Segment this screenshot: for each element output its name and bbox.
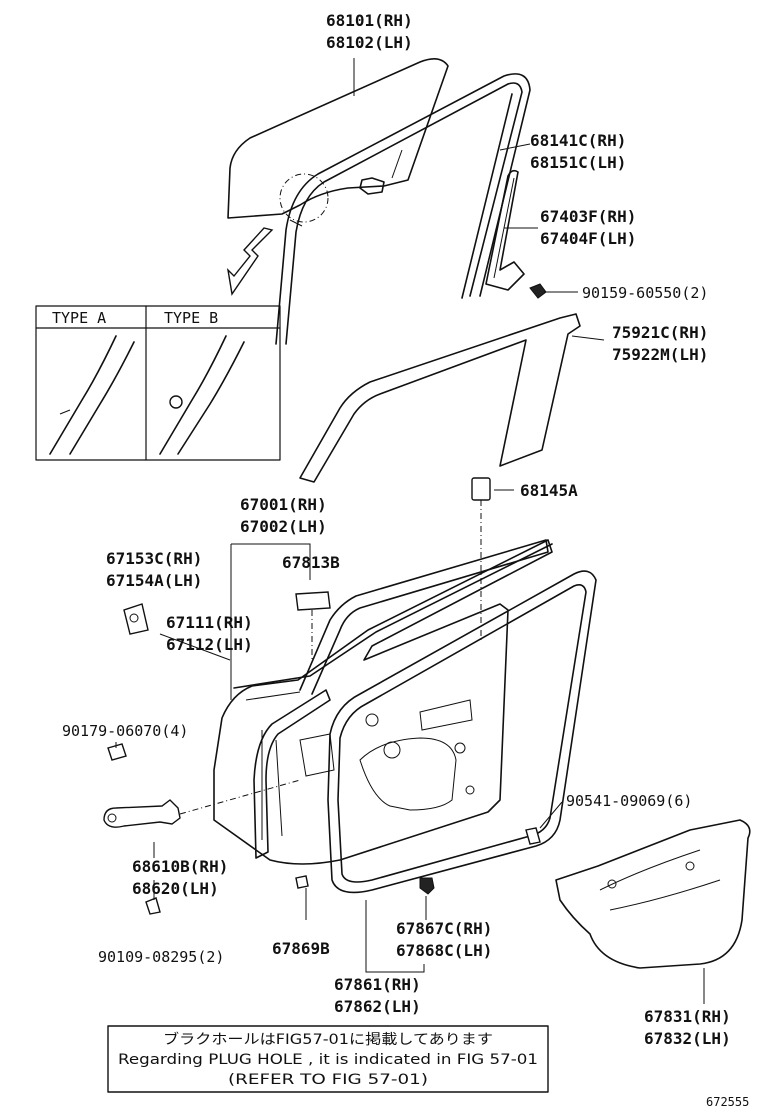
door-weatherstrip: [253, 539, 597, 894]
detail-arrow: [226, 227, 274, 296]
label-67831: 67831(RH): [644, 1007, 731, 1026]
note-line-en: Regarding PLUG HOLE , it is indicated in…: [118, 1052, 538, 1068]
frame-molding: [299, 313, 581, 483]
door-glass: [227, 58, 449, 223]
division-bar: [485, 169, 525, 291]
label-68101: 68101(RH): [326, 11, 413, 30]
note-line-jp: ブラクホールはFIG57-01に掲載してあります: [163, 1031, 493, 1048]
label-90159: 90159-60550(2): [582, 284, 708, 302]
plug-67869b: [295, 875, 309, 889]
label-67813b: 67813B: [282, 553, 340, 572]
label-67862: 67862(LH): [334, 997, 421, 1016]
figure-id: 672555: [706, 1095, 749, 1109]
hole-seal-67153c: [123, 603, 149, 635]
label-type-a: TYPE A: [52, 309, 106, 327]
door-panel: [213, 539, 553, 865]
label-67869b: 67869B: [272, 939, 330, 958]
label-67153c: 67153C(RH): [106, 549, 202, 568]
label-67154a: 67154A(LH): [106, 571, 202, 590]
label-type-b: TYPE B: [164, 309, 218, 327]
bolt-90109: [145, 897, 161, 915]
label-67861: 67861(RH): [334, 975, 421, 994]
label-67002: 67002(LH): [240, 517, 327, 536]
label-90179: 90179-06070(4): [62, 722, 188, 740]
clip-68145a: [471, 477, 491, 640]
label-90109: 90109-08295(2): [98, 948, 224, 966]
leader-lines: [115, 58, 705, 1004]
label-68102: 68102(LH): [326, 33, 413, 52]
label-68151c: 68151C(LH): [530, 153, 626, 172]
label-67832: 67832(LH): [644, 1029, 731, 1048]
label-68610b: 68610B(RH): [132, 857, 228, 876]
nut-90179: [107, 743, 127, 761]
type-inset-box: [35, 305, 281, 461]
label-75922m: 75922M(LH): [612, 345, 708, 364]
screw-90541: [525, 827, 541, 845]
label-90541: 90541-09069(6): [566, 792, 692, 810]
label-68141c: 68141C(RH): [530, 131, 626, 150]
plug-hole-note: ブラクホールはFIG57-01に掲載してあります Regarding PLUG …: [107, 1025, 549, 1093]
label-75921c: 75921C(RH): [612, 323, 708, 342]
door-check-68610b: [103, 779, 301, 828]
label-67868c: 67868C(LH): [396, 941, 492, 960]
bolt-90159: [529, 283, 547, 299]
run-channel: [275, 73, 531, 345]
pad-67813b: [295, 591, 331, 660]
label-67404f: 67404F(LH): [540, 229, 636, 248]
label-67111: 67111(RH): [166, 613, 253, 632]
label-67001: 67001(RH): [240, 495, 327, 514]
part-labels: 68101(RH) 68102(LH) 68141C(RH) 68151C(LH…: [52, 11, 731, 1048]
note-line-refer: (REFER TO FIG 57-01): [228, 1072, 428, 1088]
service-cover-67831: [555, 819, 751, 969]
label-68620: 68620(LH): [132, 879, 219, 898]
label-68145a: 68145A: [520, 481, 578, 500]
label-67403f: 67403F(RH): [540, 207, 636, 226]
label-67867c: 67867C(RH): [396, 919, 492, 938]
label-67112: 67112(LH): [166, 635, 253, 654]
clip-67867c: [419, 877, 435, 895]
